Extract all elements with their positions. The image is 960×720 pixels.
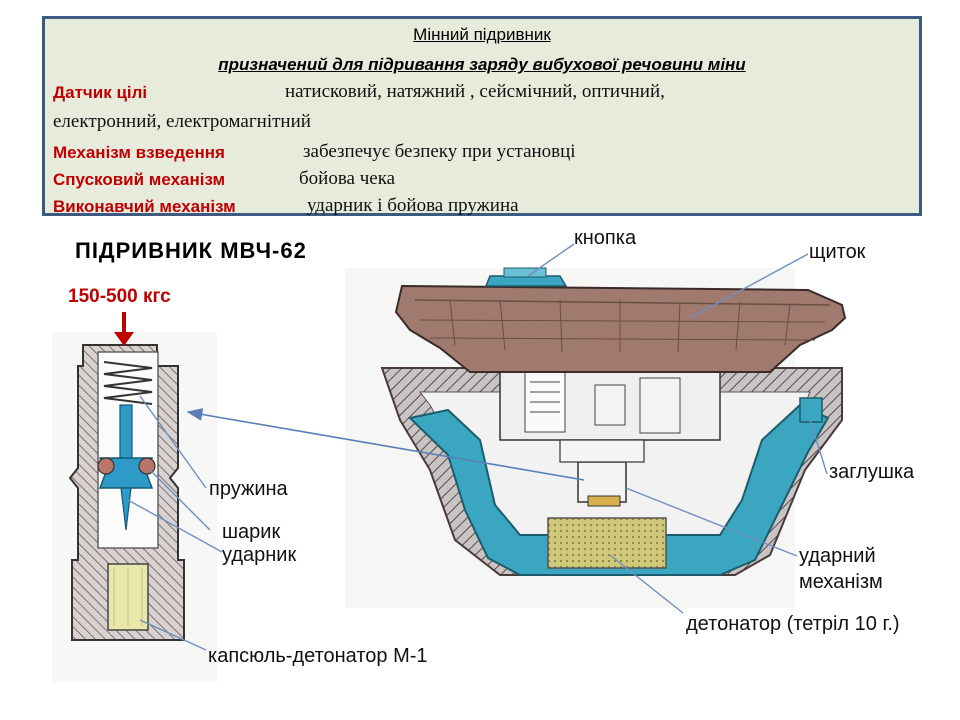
force-label: 150-500 кгс (68, 286, 171, 307)
target-sensor-label: Датчик цілі (53, 83, 148, 102)
label-button: кнопка (574, 227, 637, 249)
fuse-title: ПІДРИВНИК МВЧ-62 (75, 238, 307, 263)
leader-lines (127, 243, 828, 651)
trigger-mechanism-value: бойова чека (299, 168, 396, 189)
label-spring: пружина (209, 478, 288, 500)
fuse-striker (119, 404, 133, 461)
target-sensor-value: натисковий, натяжний , сейсмічний, оптич… (285, 81, 665, 102)
trigger-mechanism-label: Спусковий механізм (53, 170, 226, 189)
label-shield: щиток (809, 241, 866, 263)
force-arrow (114, 312, 134, 346)
label-cap-detonator: капсюль-детонатор М-1 (208, 645, 428, 667)
label-detonator: детонатор (тетріл 10 г.) (686, 613, 900, 635)
executive-mechanism-label: Виконавчий механізм (53, 197, 236, 216)
side-plug (799, 397, 823, 423)
target-sensor-value-cont: електронний, електромагнітний (53, 111, 311, 132)
box-subtitle: призначений для підривання заряду вибухо… (218, 55, 746, 74)
teal-casing (407, 403, 830, 576)
fuse-ball-right (138, 457, 156, 475)
label-ball: шарик (222, 521, 281, 543)
link-arrow (186, 408, 585, 481)
fuse-ball-left (97, 457, 115, 475)
label-striker: ударник (222, 544, 297, 566)
detonator-charge (547, 517, 667, 569)
label-firing-mechanism-line2: механізм (799, 571, 883, 593)
info-box: Мінний підривник призначений для підрива… (42, 16, 922, 216)
fuse-spring (103, 361, 153, 405)
arming-mechanism-value: забезпечує безпеку при установці (303, 141, 576, 162)
mine-body (345, 267, 847, 608)
executive-mechanism-value: ударник і бойова пружина (307, 195, 519, 216)
label-firing-mechanism-line1: ударний (799, 545, 876, 567)
fuse-mvch-62 (52, 332, 217, 682)
firing-mechanism (577, 461, 627, 503)
label-plug: заглушка (829, 461, 915, 483)
arming-mechanism-label: Механізм взведення (53, 143, 225, 162)
box-title: Мінний підривник (413, 25, 551, 44)
